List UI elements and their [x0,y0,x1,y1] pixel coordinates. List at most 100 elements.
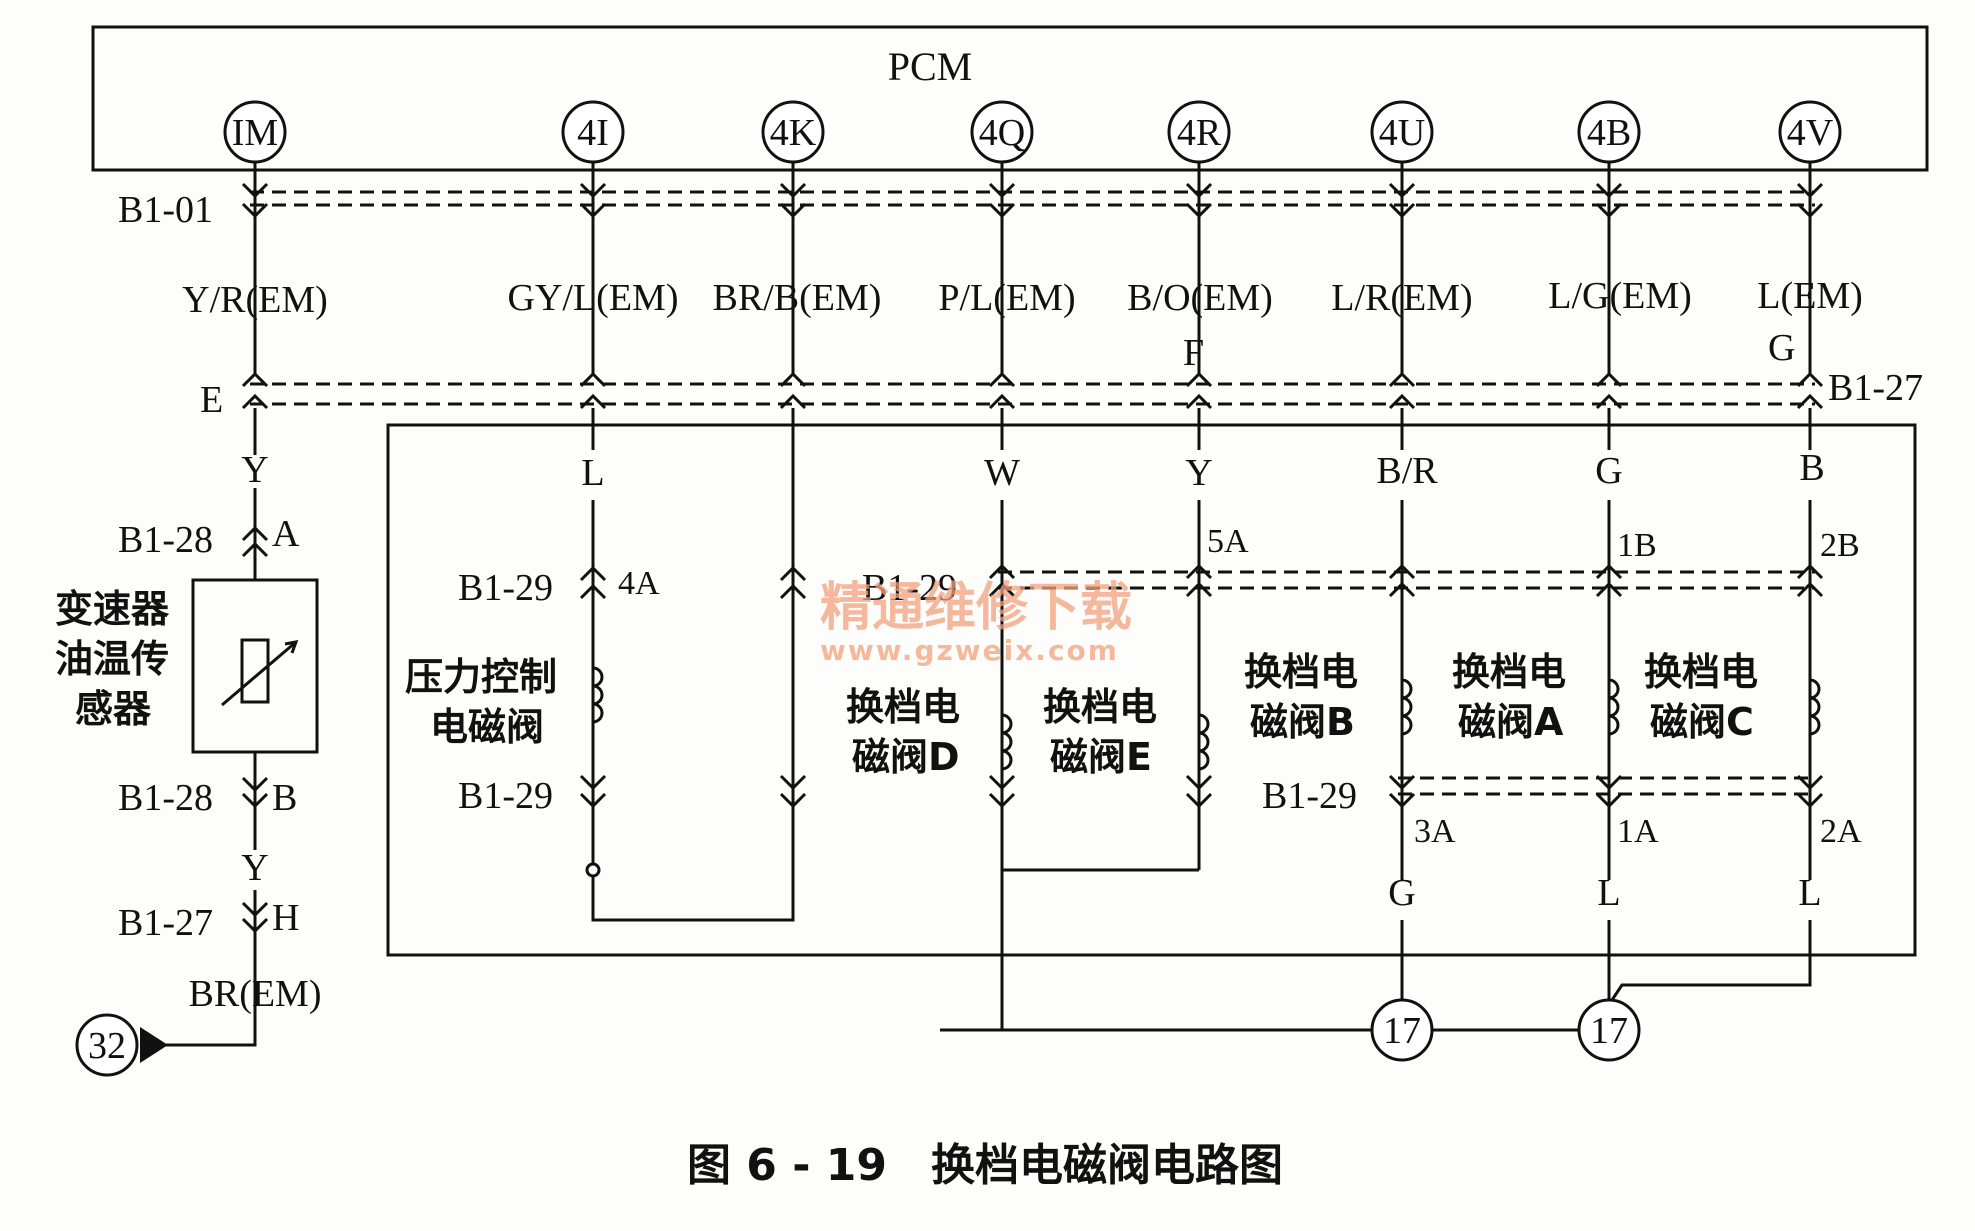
figure-caption: 图 6 - 19 换档电磁阀电路图 [687,1140,1283,1191]
pin-5a-label: 5A [1207,523,1249,560]
pin-label-4q: 4Q [979,112,1025,154]
wire-label-l-em: L(EM) [1757,275,1863,317]
watermark-url: www.gzweix.com [820,634,1119,667]
b1-29-right-label: B1-29 [1262,775,1357,817]
b1-01-chevrons [241,182,1824,219]
b1-29-4k-chevron [779,565,807,600]
valve-e-label-1: 换档电 [1043,685,1157,729]
pin-label-4u: 4U [1379,112,1425,154]
wire-label-br-em: BR(EM) [189,973,322,1015]
wire-label-g-bottom: G [1388,872,1415,914]
solenoid-coils [592,666,1821,771]
e-row-chevrons [241,371,1824,410]
component-labels: 压力控制 电磁阀 换档电 磁阀D 换档电 磁阀E 换档电 磁阀B 换档电 磁阀A… [405,650,1758,779]
b1-28-b-label: B1-28 [118,777,213,819]
wire-label-br: B/R [1376,450,1438,492]
ground-17-right-label: 17 [1590,1010,1628,1052]
wire-label-l-bottom-1: L [1597,872,1620,914]
pin-label-4b: 4B [1587,112,1631,154]
valve-c-label-1: 换档电 [1644,650,1758,694]
wire-label-bo-em: B/O(EM) [1127,277,1273,319]
inner-wires [591,408,1812,1030]
b1-28-a-chevron [241,525,269,558]
pin-h-label: H [272,897,299,939]
ground-17-left [1370,998,1434,1062]
pin-b-label: B [272,777,297,819]
pressure-valve-label-2: 电磁阀 [430,705,544,749]
pin-f-label: F [1183,332,1204,374]
wire-label-y-top: Y [241,449,268,491]
valve-d-label-2: 磁阀D [852,735,960,779]
pin-3a-label: 3A [1414,813,1456,850]
valve-a-label-2: 磁阀A [1458,700,1564,744]
b1-29-low-label: B1-29 [458,775,553,817]
wire-label-g: G [1595,450,1622,492]
pin-a-label: A [272,513,300,555]
pin-label-4r: 4R [1177,112,1222,154]
wire-label-yr-em: Y/R(EM) [182,279,328,321]
pin-1b-label: 1B [1617,527,1657,564]
pin-2b-label: 2B [1820,527,1860,564]
b1-01-label: B1-01 [118,189,213,231]
valve-d-label-1: 换档电 [846,685,960,729]
valve-b-label-2: 磁阀B [1250,700,1355,744]
sensor-label-1: 变速器 [55,587,170,631]
thermistor-arrowhead [284,640,299,654]
wire-label-y-mid: Y [1185,452,1212,494]
pin-label-4v: 4V [1787,112,1834,154]
pressure-return-wire [591,870,795,922]
inner-wire-labels: L W Y B/R G B [581,447,1824,494]
em-wire-labels: Y/R(EM) GY/L(EM) BR/B(EM) P/L(EM) B/O(EM… [182,275,1863,321]
ground-17-left-label: 17 [1383,1010,1421,1052]
b1-27-h-chevron [241,901,269,934]
ground-32-label: 32 [88,1025,126,1067]
pin-label-4i: 4I [577,112,609,154]
valve-c-label-2: 磁阀C [1650,700,1754,744]
wire-label-w: W [984,452,1020,494]
e-connector-label: E [200,379,223,421]
pin-g-label: G [1768,327,1795,369]
b1-29-4a-label: B1-29 [458,567,553,609]
thermistor-arrow [221,640,297,707]
pin-2a-label: 2A [1820,813,1862,850]
wire-label-l-bottom-2: L [1798,872,1821,914]
sensor-label-2: 油温传 [55,637,169,681]
transmission-box [386,423,1917,957]
sensor-label-3: 感器 [75,687,152,731]
thermistor-symbol [240,638,270,704]
pin-1a-label: 1A [1617,813,1659,850]
pcm-box [91,25,1929,172]
pin-4a-label: 4A [618,565,660,602]
ground-l-branch [1610,980,1812,1001]
upper-wires [253,162,1812,375]
b1-27-h-label: B1-27 [118,902,213,944]
b1-29-lower-chevrons-right [1388,774,1824,809]
temperature-sensor-box [191,578,319,754]
valve-b-label-1: 换档电 [1244,650,1358,694]
pressure-valve-label-1: 压力控制 [405,655,557,699]
ground-32-arrow-icon [140,1027,168,1063]
watermark-cn: 精通维修下载 [820,578,1132,638]
pin-label-im: IM [232,112,278,154]
wire-label-y-low: Y [241,847,268,889]
b1-29-upper-chevrons [988,563,1824,598]
valve-a-label-1: 换档电 [1452,650,1566,694]
b1-28-a-label: B1-28 [118,519,213,561]
b1-29-4a-chevron [579,565,607,600]
ground-32 [75,1013,139,1077]
pressure-valve-terminal [585,862,601,878]
pin-label-4k: 4K [770,112,817,154]
b1-29-mid-label: B1-29 [862,567,957,609]
b1-27-right-label: B1-27 [1828,367,1923,409]
wire-label-lg-em: L/G(EM) [1548,275,1692,317]
wire-label-brb-em: BR/B(EM) [713,277,882,319]
wire-label-gyl-em: GY/L(EM) [508,277,679,319]
pcm-title: PCM [888,44,973,89]
wire-label-b: B [1799,447,1824,489]
sensor-ground-wire [165,1030,257,1047]
wire-label-l: L [581,452,604,494]
valve-e-label-2: 磁阀E [1050,735,1152,779]
b1-28-b-chevron [241,776,269,809]
